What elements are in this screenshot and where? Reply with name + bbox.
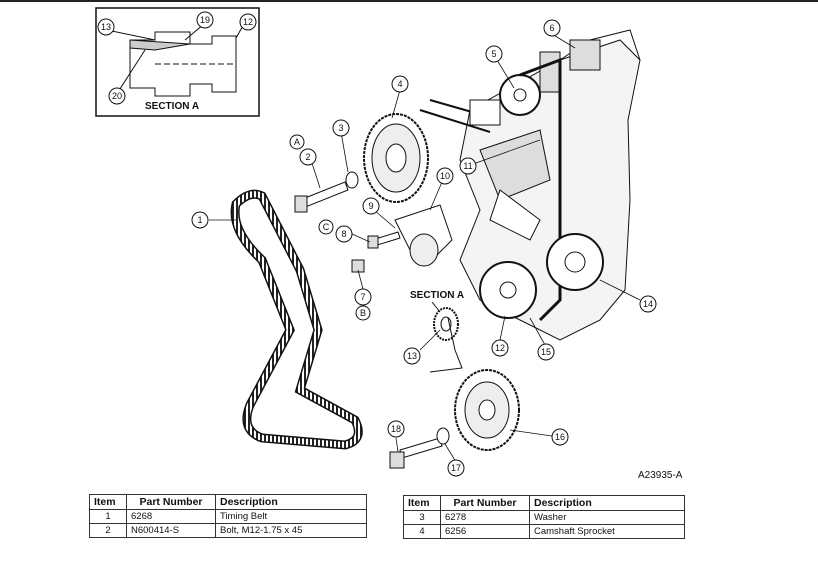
timing-belt bbox=[230, 189, 363, 450]
callout-13: 13 bbox=[403, 347, 421, 365]
callout-12: 12 bbox=[491, 339, 509, 357]
col-description: Description bbox=[529, 495, 685, 511]
cell-part-number: N600414-S bbox=[126, 523, 216, 538]
col-part-number: Part Number bbox=[440, 495, 530, 511]
cell-item: 1 bbox=[89, 509, 127, 524]
bolts-washers bbox=[294, 171, 450, 469]
engine-block bbox=[419, 29, 641, 341]
callout-10: 10 bbox=[436, 167, 454, 185]
cell-part-number: 6278 bbox=[440, 510, 530, 525]
callout-1: 1 bbox=[191, 211, 209, 229]
cell-item: 4 bbox=[403, 524, 441, 539]
crank-sprocket bbox=[433, 307, 459, 341]
cell-part-number: 6268 bbox=[126, 509, 216, 524]
table-row: 4 6256 Camshaft Sprocket bbox=[403, 524, 685, 539]
callout-5: 5 bbox=[485, 45, 503, 63]
callout-11: 11 bbox=[459, 157, 477, 175]
belt-tensioner bbox=[394, 204, 453, 267]
letter-A: A bbox=[289, 134, 305, 150]
svg-text:14: 14 bbox=[643, 299, 653, 309]
leader-lines bbox=[209, 33, 641, 463]
cell-description: Washer bbox=[529, 510, 685, 525]
callout-19: 19 bbox=[196, 11, 214, 29]
letter-C: C bbox=[318, 219, 334, 235]
callout-17: 17 bbox=[447, 459, 465, 477]
callout-3: 3 bbox=[332, 119, 350, 137]
table-header-row: Item Part Number Description bbox=[89, 494, 367, 510]
svg-text:17: 17 bbox=[451, 463, 461, 473]
cell-description: Timing Belt bbox=[215, 509, 367, 524]
svg-text:1: 1 bbox=[197, 215, 202, 225]
callout-9: 9 bbox=[362, 197, 380, 215]
svg-text:C: C bbox=[323, 222, 330, 232]
cell-part-number: 6256 bbox=[440, 524, 530, 539]
callout-6: 6 bbox=[543, 19, 561, 37]
letter-B: B bbox=[355, 305, 371, 321]
callout-18: 18 bbox=[387, 420, 405, 438]
svg-text:12: 12 bbox=[243, 17, 253, 27]
figure-id: A23935-A bbox=[638, 470, 683, 481]
col-part-number: Part Number bbox=[126, 494, 216, 510]
callout-2: 2 bbox=[299, 148, 317, 166]
svg-text:16: 16 bbox=[555, 432, 565, 442]
section-a-label: SECTION A bbox=[410, 290, 464, 301]
callout-7: 7 bbox=[354, 288, 372, 306]
svg-text:15: 15 bbox=[541, 347, 551, 357]
svg-text:11: 11 bbox=[463, 161, 472, 171]
cell-item: 3 bbox=[403, 510, 441, 525]
cell-item: 2 bbox=[89, 523, 127, 538]
callout-20: 20 bbox=[108, 87, 126, 105]
svg-text:13: 13 bbox=[407, 351, 417, 361]
table-row: 1 6268 Timing Belt bbox=[89, 509, 367, 524]
col-item: Item bbox=[89, 494, 127, 510]
parts-table-left: Item Part Number Description 1 6268 Timi… bbox=[89, 494, 367, 538]
timing-belt-exploded-diagram: SECTION A bbox=[95, 7, 683, 481]
svg-text:7: 7 bbox=[360, 292, 365, 302]
svg-text:20: 20 bbox=[112, 91, 122, 101]
table-header-row: Item Part Number Description bbox=[403, 495, 685, 511]
callout-4: 4 bbox=[391, 75, 409, 93]
callout-13-inset: 13 bbox=[97, 18, 115, 36]
inset-section-label: SECTION A bbox=[145, 101, 199, 112]
callout-12-inset: 12 bbox=[239, 13, 257, 31]
svg-text:19: 19 bbox=[200, 15, 210, 25]
svg-text:5: 5 bbox=[491, 49, 496, 59]
col-item: Item bbox=[403, 495, 441, 511]
svg-text:6: 6 bbox=[549, 23, 554, 33]
svg-text:4: 4 bbox=[397, 79, 402, 89]
svg-text:9: 9 bbox=[368, 201, 373, 211]
table-row: 3 6278 Washer bbox=[403, 510, 685, 525]
callout-15: 15 bbox=[537, 343, 555, 361]
cell-description: Bolt, M12-1.75 x 45 bbox=[215, 523, 367, 538]
table-row: 2 N600414-S Bolt, M12-1.75 x 45 bbox=[89, 523, 367, 538]
svg-text:3: 3 bbox=[338, 123, 343, 133]
svg-text:8: 8 bbox=[341, 229, 346, 239]
svg-text:2: 2 bbox=[305, 152, 310, 162]
top-border-line bbox=[0, 0, 818, 2]
svg-text:A: A bbox=[294, 137, 300, 147]
callout-16: 16 bbox=[551, 428, 569, 446]
cell-description: Camshaft Sprocket bbox=[529, 524, 685, 539]
col-description: Description bbox=[215, 494, 367, 510]
callout-8: 8 bbox=[335, 225, 353, 243]
camshaft-sprocket-upper bbox=[363, 113, 429, 203]
parts-table-right: Item Part Number Description 3 6278 Wash… bbox=[403, 495, 685, 539]
svg-text:10: 10 bbox=[440, 171, 450, 181]
svg-text:B: B bbox=[360, 308, 366, 318]
svg-text:18: 18 bbox=[391, 424, 401, 434]
camshaft-sprocket-lower bbox=[454, 369, 520, 451]
svg-text:12: 12 bbox=[495, 343, 505, 353]
callout-14: 14 bbox=[639, 295, 657, 313]
svg-text:13: 13 bbox=[101, 22, 111, 32]
callout-markers: 1 2 3 4 5 6 7 8 9 10 11 12 13 14 15 16 1… bbox=[97, 11, 657, 477]
